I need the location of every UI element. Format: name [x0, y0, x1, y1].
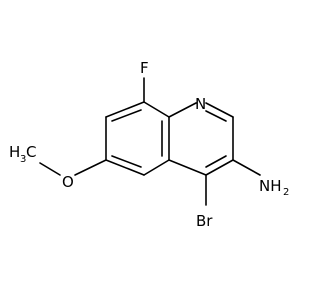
bond-c8-c8a	[143, 101, 170, 118]
molecule-canvas: F N NH 2 Br O H 3 C	[9, 59, 289, 230]
bond-c4a-c5	[143, 159, 170, 176]
bond-o-ch3	[39, 162, 61, 176]
bond-c3-c4-inner	[205, 155, 227, 168]
bromine-label: Br	[196, 212, 213, 230]
quinoline-structure-diagram: F N NH 2 Br O H 3 C	[9, 59, 289, 230]
bond-c8a-n1	[168, 102, 197, 118]
amine-subscript: 2	[283, 187, 289, 198]
methyl-h-label: H	[9, 143, 20, 161]
bond-n1-c2	[205, 102, 234, 118]
bond-c5-c6-inner	[111, 155, 142, 168]
amine-label: NH	[259, 177, 282, 195]
bond-c7-c8	[105, 101, 145, 118]
fluorine-label: F	[140, 59, 149, 77]
bond-n1-c2-inner	[205, 110, 227, 122]
methyl-c-label: C	[26, 143, 36, 161]
bond-c3-c4	[205, 159, 234, 176]
bond-c7-c8-inner	[111, 109, 142, 122]
ring-nitrogen-label: N	[195, 95, 206, 113]
bond-c6-o	[74, 159, 107, 176]
oxygen-label: O	[62, 173, 74, 191]
bond-c4-c4a	[168, 159, 207, 176]
bond-c3-nh2	[232, 159, 261, 176]
methyl-subscript: 3	[20, 154, 26, 165]
bond-c5-c6	[105, 159, 145, 176]
